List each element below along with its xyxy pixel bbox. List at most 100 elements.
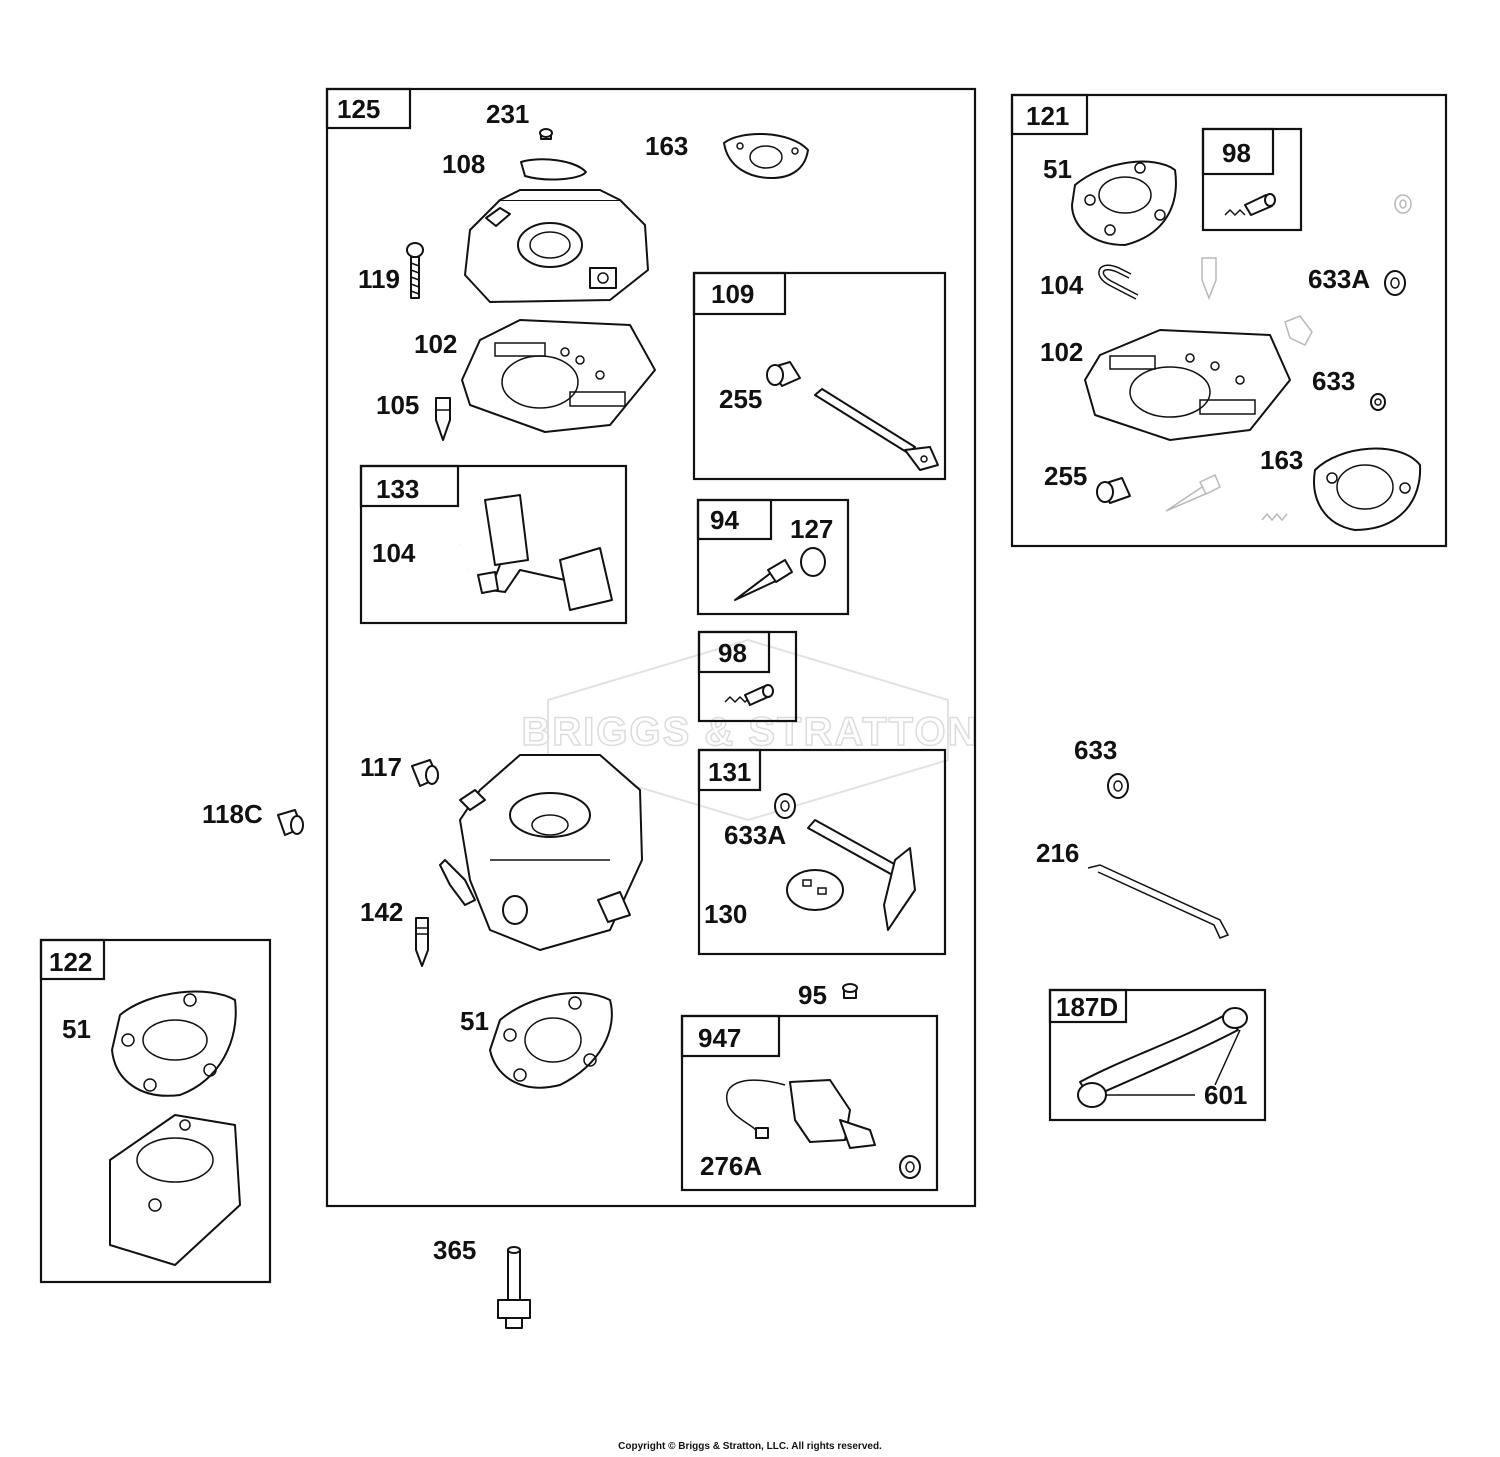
callout-633A: 633A [724, 820, 786, 850]
part-carburetor-body-icon [439, 754, 643, 951]
kit-tag-94 [696, 498, 773, 541]
part-faint-mixture-screw-icon [1165, 473, 1221, 512]
part-108-plate-icon [520, 158, 587, 181]
part-104-clip-icon [432, 533, 469, 572]
part-187d-fuel-line-icon [1077, 1007, 1248, 1108]
part-95-screw-icon [842, 983, 858, 999]
kit-box-947 [680, 1014, 939, 1192]
part-spacer-icon [109, 1114, 241, 1266]
kit-box-98b [697, 630, 798, 723]
kit-tag-109 [692, 271, 787, 316]
kit-tag-122 [39, 938, 106, 981]
part-throttle-shaft-icon [814, 388, 939, 471]
part-choke-shaft-icon [807, 819, 916, 931]
kit-label-121: 121 [1026, 101, 1069, 131]
part-98-screw-spring-icon-b [1224, 193, 1276, 217]
kit-box-187D [1048, 988, 1267, 1122]
kit-label-125: 125 [337, 94, 380, 124]
part-105-needle-icon [435, 397, 451, 441]
callout-163: 163 [645, 131, 688, 161]
part-98-screw-spring-icon [724, 684, 774, 706]
callout-117: 117 [360, 752, 402, 782]
callout-119: 119 [358, 264, 400, 294]
kit-label-187D: 187D [1056, 992, 1118, 1022]
part-carburetor-top-icon [464, 189, 649, 303]
kit-box-125 [325, 87, 977, 1208]
callout-601: 601 [1204, 1080, 1247, 1110]
callout-127: 127 [790, 514, 833, 544]
callout-51-b: 51 [62, 1014, 91, 1044]
kit-tag-133 [359, 464, 460, 508]
kit-label-109: 109 [711, 279, 754, 309]
part-255-bushing-icon-b [1096, 477, 1131, 504]
callout-104-b: 104 [1040, 270, 1084, 300]
callout-108: 108 [442, 149, 485, 179]
part-104-clip-icon-b [1098, 264, 1139, 300]
callout-276A: 276A [700, 1151, 762, 1181]
part-faint-washer-icon [1394, 194, 1412, 214]
kit-box-109 [692, 271, 947, 481]
part-faint-needle-icon [1201, 257, 1217, 301]
kit-box-122 [39, 938, 272, 1284]
kit-box-94 [696, 498, 850, 616]
part-51-gasket-icon-c [1071, 160, 1177, 246]
callout-102-b: 102 [1040, 337, 1083, 367]
callout-105: 105 [376, 390, 419, 420]
kit-box-121 [1010, 93, 1448, 548]
part-633a-washer-icon [774, 793, 796, 819]
callout-163-b: 163 [1260, 445, 1303, 475]
part-127-oring-icon [800, 547, 826, 577]
callout-633A-b: 633A [1308, 264, 1370, 294]
part-231-screw-icon [539, 128, 553, 140]
part-255-bushing-icon [766, 361, 801, 387]
callout-142: 142 [360, 897, 403, 927]
part-142-needle-icon [415, 917, 429, 967]
part-float-icon [477, 494, 613, 611]
callout-95: 95 [798, 980, 827, 1010]
part-633-washer-icon [1370, 393, 1386, 411]
part-119-screw-icon [406, 242, 424, 299]
part-118c-plug-icon [277, 809, 304, 836]
kit-label-98b: 98 [718, 638, 747, 668]
part-51-gasket-icon-b [111, 990, 237, 1097]
callout-231: 231 [486, 99, 529, 129]
callout-633-b: 633 [1074, 735, 1117, 765]
callout-130: 130 [704, 899, 747, 929]
callout-216: 216 [1036, 838, 1079, 868]
part-102-gasket-icon [461, 319, 656, 433]
copyright-notice: Copyright © Briggs & Stratton, LLC. All … [618, 1441, 882, 1452]
part-102-gasket-icon-b [1084, 329, 1291, 441]
callout-51: 51 [460, 1006, 489, 1036]
part-163-gasket-icon-b [1313, 447, 1422, 531]
kit-label-131: 131 [708, 757, 751, 787]
kit-box-133 [359, 464, 628, 625]
callout-365: 365 [433, 1235, 476, 1265]
part-163-gasket-icon [723, 133, 809, 179]
callout-104: 104 [372, 538, 416, 568]
kit-tag-121 [1010, 93, 1089, 136]
callout-633: 633 [1312, 366, 1355, 396]
part-51-gasket-icon [489, 991, 613, 1089]
kit-tag-98b [697, 630, 771, 674]
callout-255-b: 255 [1044, 461, 1087, 491]
kit-tag-131 [697, 748, 762, 792]
callout-51-c: 51 [1043, 154, 1072, 184]
callout-102: 102 [414, 329, 457, 359]
kit-label-94: 94 [710, 505, 739, 535]
kit-box-131 [697, 748, 947, 956]
part-faint-spring-icon [1261, 512, 1288, 522]
part-130-choke-plate-icon [786, 869, 844, 911]
watermark-text: BRIGGS & STRATTON [522, 710, 979, 754]
part-633-washer-icon-b [1107, 773, 1129, 799]
kit-tag-187D [1048, 988, 1128, 1024]
kit-label-98a: 98 [1222, 138, 1251, 168]
part-94-mixture-screw-icon [734, 559, 793, 601]
part-365-bolt-icon [497, 1246, 531, 1329]
kit-label-947: 947 [698, 1023, 741, 1053]
part-216-link-rod-icon [1087, 864, 1230, 939]
callout-255: 255 [719, 384, 762, 414]
part-276a-solenoid-icon [725, 1079, 921, 1179]
kit-label-133: 133 [376, 474, 419, 504]
